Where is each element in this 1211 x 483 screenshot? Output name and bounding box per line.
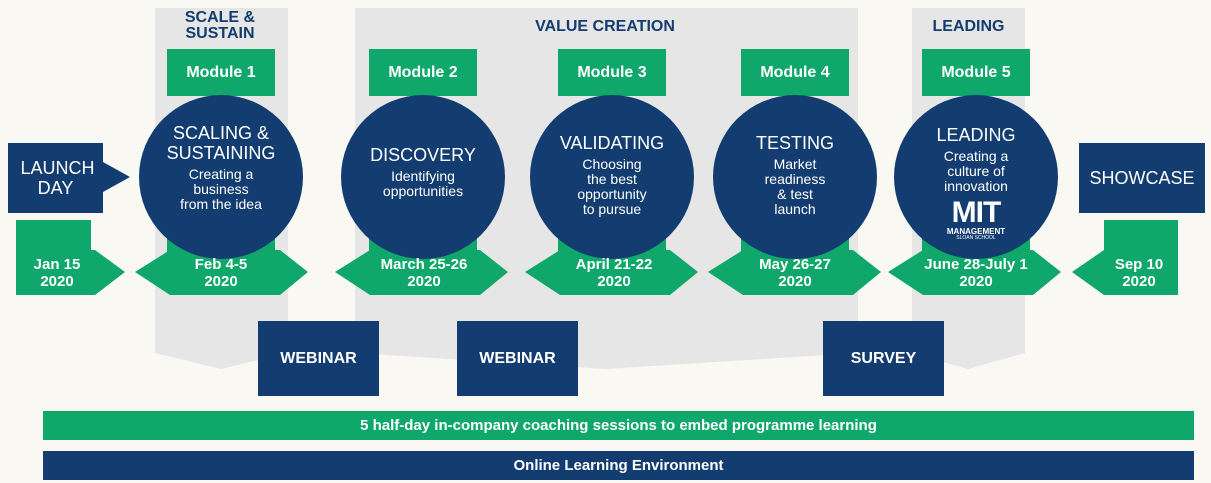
module-4-date-line2: 2020 (778, 273, 812, 290)
webinar-label-2: WEBINAR (479, 349, 556, 367)
module-1-date-line1: Feb 4-5 (194, 256, 248, 273)
mit-logo-sub2: SLOAN SCHOOL (956, 235, 996, 241)
module-3-subtitle: Choosing the best opportunity to pursue (577, 156, 647, 217)
module-3-box: Module 3 (558, 49, 666, 96)
date-arrow (888, 250, 1061, 295)
showcase-date: Sep 10 2020 (1098, 256, 1180, 290)
showcase-date-arrow (1072, 250, 1178, 295)
module-4-circle: TESTING Market readiness & test launch (713, 95, 877, 259)
coaching-bar: 5 half-day in-company coaching sessions … (43, 411, 1194, 440)
band-chevron (355, 353, 858, 369)
online-learning-bar: Online Learning Environment (43, 451, 1194, 480)
module-5-subtitle: Creating a culture of innovation (943, 148, 1009, 194)
module-3-date-line1: April 21-22 (575, 256, 653, 273)
module-4-label: Module 4 (760, 63, 830, 81)
module-4-date-line1: May 26-27 (759, 256, 831, 273)
module-3-date-line2: 2020 (597, 273, 631, 290)
launch-connector (16, 220, 91, 252)
module-5-circle: LEADING Creating a culture of innovation… (894, 95, 1058, 259)
coaching-bar-label: 5 half-day in-company coaching sessions … (360, 417, 877, 434)
showcase-label: SHOWCASE (1089, 167, 1195, 188)
launch-date: Jan 15 2020 (16, 256, 98, 290)
module-2-date-line2: 2020 (407, 273, 441, 290)
module-3-circle: VALIDATING Choosing the best opportunity… (530, 95, 694, 259)
launch-pointer (103, 162, 130, 192)
module-3-date: April 21-22 2020 (545, 256, 683, 290)
module-1-title: SCALING & SUSTAINING (166, 123, 276, 163)
module-1-date-line2: 2020 (204, 273, 238, 290)
webinar-box-1: WEBINAR (258, 321, 379, 396)
module-5-date: June 28-July 1 2020 (900, 256, 1052, 290)
module-4-date: May 26-27 2020 (726, 256, 864, 290)
survey-label: SURVEY (850, 349, 917, 367)
module-1-box: Module 1 (167, 49, 275, 96)
launch-date-line2: 2020 (40, 273, 74, 290)
module-4-box: Module 4 (741, 49, 849, 96)
module-5-label: Module 5 (941, 63, 1011, 81)
module-5-date-line1: June 28-July 1 (924, 256, 1028, 273)
module-4-subtitle: Market readiness & test launch (764, 156, 826, 217)
band-title-leading: LEADING (932, 18, 1005, 35)
online-learning-bar-label: Online Learning Environment (513, 457, 724, 474)
webinar-box-2: WEBINAR (457, 321, 578, 396)
launch-day-box: LAUNCH DAY (8, 143, 103, 213)
module-3-label: Module 3 (577, 63, 647, 81)
date-arrow (525, 250, 698, 295)
launch-date-arrow (16, 250, 125, 295)
module-2-box: Module 2 (369, 49, 477, 96)
module-2-date: March 25-26 2020 (355, 256, 493, 290)
module-2-circle: DISCOVERY Identifying opportunities (341, 95, 505, 259)
date-arrow (135, 250, 308, 295)
module-5-date-line2: 2020 (959, 273, 993, 290)
survey-box: SURVEY (823, 321, 944, 396)
mit-sloan-logo: MIT MANAGEMENT SLOAN SCHOOL (894, 198, 1058, 241)
showcase-date-line1: Sep 10 (1114, 256, 1164, 273)
module-2-label: Module 2 (388, 63, 458, 81)
module-5-box: Module 5 (922, 49, 1030, 96)
showcase-connector (1104, 220, 1178, 252)
launch-date-line1: Jan 15 (33, 256, 81, 273)
module-1-subtitle: Creating a business from the idea (180, 166, 262, 212)
mit-logo-text: MIT (951, 196, 1002, 229)
band-title-value-creation: VALUE CREATION (535, 18, 675, 35)
mit-logo-sub1: MANAGEMENT (946, 227, 1006, 236)
module-1-label: Module 1 (186, 63, 256, 81)
showcase-box: SHOWCASE (1079, 143, 1205, 213)
module-1-date: Feb 4-5 2020 (160, 256, 282, 290)
module-5-title: LEADING (936, 125, 1016, 145)
module-2-title: DISCOVERY (370, 145, 476, 165)
module-4-title: TESTING (755, 133, 834, 153)
date-arrow (708, 250, 881, 295)
module-2-date-line1: March 25-26 (380, 256, 468, 273)
band-title-scale-sustain: SCALE & SUSTAIN (184, 9, 256, 42)
band-chevron (155, 353, 288, 369)
module-2-subtitle: Identifying opportunities (382, 168, 464, 199)
module-1-circle: SCALING & SUSTAINING Creating a business… (139, 95, 303, 259)
module-3-title: VALIDATING (559, 133, 665, 153)
launch-day-label: LAUNCH DAY (20, 158, 95, 198)
date-arrow (335, 250, 508, 295)
showcase-date-line2: 2020 (1122, 273, 1156, 290)
webinar-label-1: WEBINAR (280, 349, 357, 367)
